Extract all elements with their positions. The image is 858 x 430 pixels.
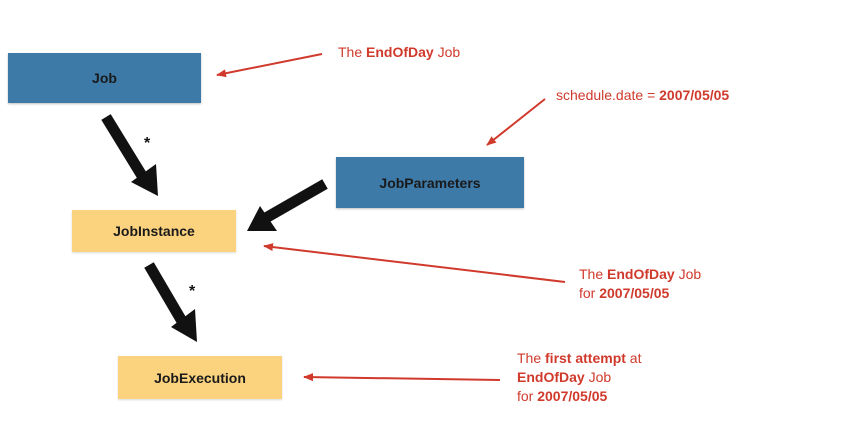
annotation-arrow-execution — [303, 373, 501, 382]
arrow-instance-to-execution — [144, 262, 197, 342]
annotation-instance-line2: for 2007/05/05 — [579, 285, 670, 301]
job-instance-box: JobInstance — [72, 210, 236, 252]
annotation-job: The EndOfDay Job — [338, 44, 461, 60]
job-instance-label: JobInstance — [113, 223, 195, 239]
job-execution-label: JobExecution — [154, 369, 246, 386]
annotation-execution-line3: for 2007/05/05 — [517, 388, 608, 404]
multiplicity-job-instance: * — [144, 135, 151, 152]
arrow-params-to-instance — [247, 179, 328, 231]
annotation-arrow-job — [216, 53, 323, 78]
arrow-job-to-instance — [101, 114, 158, 196]
annotation-arrow-instance — [263, 243, 566, 283]
multiplicity-instance-execution: * — [189, 283, 196, 300]
annotation-instance-line1: The EndOfDay Job — [579, 266, 702, 282]
annotation-params: schedule.date = 2007/05/05 — [556, 87, 730, 103]
job-parameters-box: JobParameters — [336, 157, 524, 208]
annotation-execution-line1: The first attempt at — [517, 350, 642, 366]
annotation-execution: The first attempt at EndOfDay Job for 20… — [517, 349, 642, 406]
job-parameters-label: JobParameters — [379, 174, 481, 191]
annotation-instance: The EndOfDay Job for 2007/05/05 — [579, 265, 701, 303]
job-label: Job — [92, 70, 117, 86]
job-execution-box: JobExecution — [118, 356, 282, 399]
annotation-execution-line2: EndOfDay Job — [517, 369, 612, 385]
job-box: Job — [8, 53, 201, 103]
annotation-arrow-params — [486, 98, 546, 146]
